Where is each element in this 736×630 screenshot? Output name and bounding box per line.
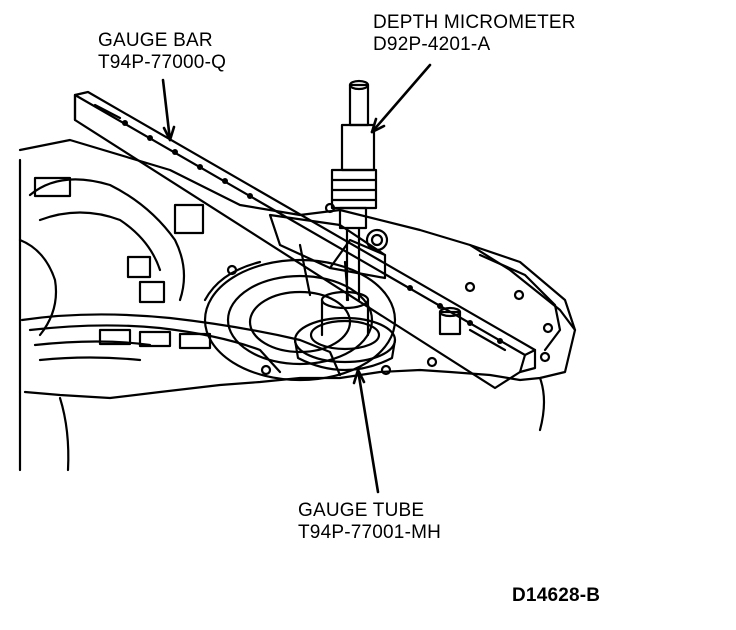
depth-micrometer-name: DEPTH MICROMETER (373, 12, 576, 33)
transmission-case (18, 138, 577, 472)
gauge-tube (293, 290, 397, 372)
micrometer-clamp (268, 213, 389, 302)
depth-micrometer-part-number: D92P-4201-A (373, 34, 491, 55)
leader-lines (161, 63, 432, 494)
gauge-bar-part-number: T94P-77000-Q (98, 52, 227, 73)
figure-id: D14628-B (512, 585, 601, 606)
depth-micrometer (330, 79, 378, 302)
gauge-tube-callout: GAUGE TUBE T94P-77001-MH (298, 500, 441, 544)
gauge-bar-callout: GAUGE BAR T94P-77000-Q (98, 30, 226, 74)
gauge-tube-name: GAUGE TUBE (298, 500, 425, 521)
gauge-bar-name: GAUGE BAR (98, 30, 213, 51)
gauge-tube-part-number: T94P-77001-MH (298, 522, 442, 543)
depth-micrometer-callout: DEPTH MICROMETER D92P-4201-A (373, 12, 576, 56)
